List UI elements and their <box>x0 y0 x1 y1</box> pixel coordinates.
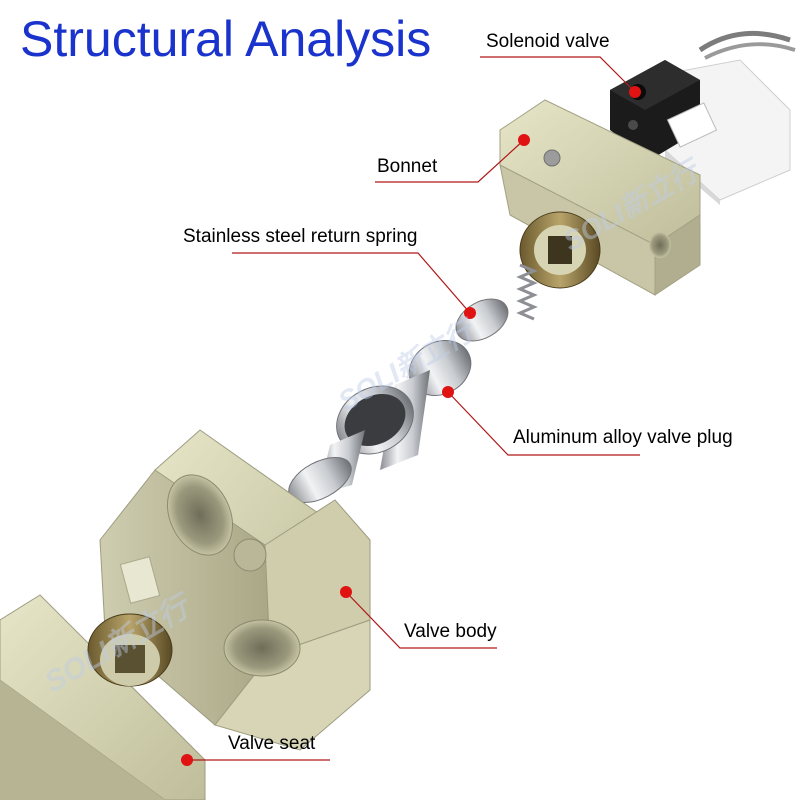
leader-bonnet <box>375 139 525 183</box>
leader-lines <box>187 56 640 761</box>
leader-spring <box>232 252 471 314</box>
label-bonnet: Bonnet <box>377 156 438 177</box>
label-valve-seat: Valve seat <box>228 733 316 754</box>
diagram-title: Structural Analysis <box>20 11 432 67</box>
valve-plug-part <box>288 340 472 504</box>
marker-dots <box>181 86 641 766</box>
solenoid-valve-part <box>610 30 796 205</box>
bonnet-part <box>499 99 701 296</box>
leader-valve-plug <box>447 391 640 456</box>
label-spring: Stainless steel return spring <box>183 226 418 247</box>
dot-valve-seat <box>181 754 193 766</box>
label-valve-plug: Aluminum alloy valve plug <box>513 427 733 448</box>
dot-bonnet <box>518 134 530 146</box>
label-solenoid-valve: Solenoid valve <box>486 31 610 52</box>
label-valve-body: Valve body <box>404 621 497 642</box>
dot-valve-body <box>340 586 352 598</box>
dot-valve-plug <box>442 386 454 398</box>
leader-valve-body <box>345 591 497 649</box>
dot-solenoid-valve <box>629 86 641 98</box>
leader-solenoid-valve <box>480 56 636 93</box>
dot-spring <box>464 307 476 319</box>
valve-seat-part <box>0 594 206 800</box>
